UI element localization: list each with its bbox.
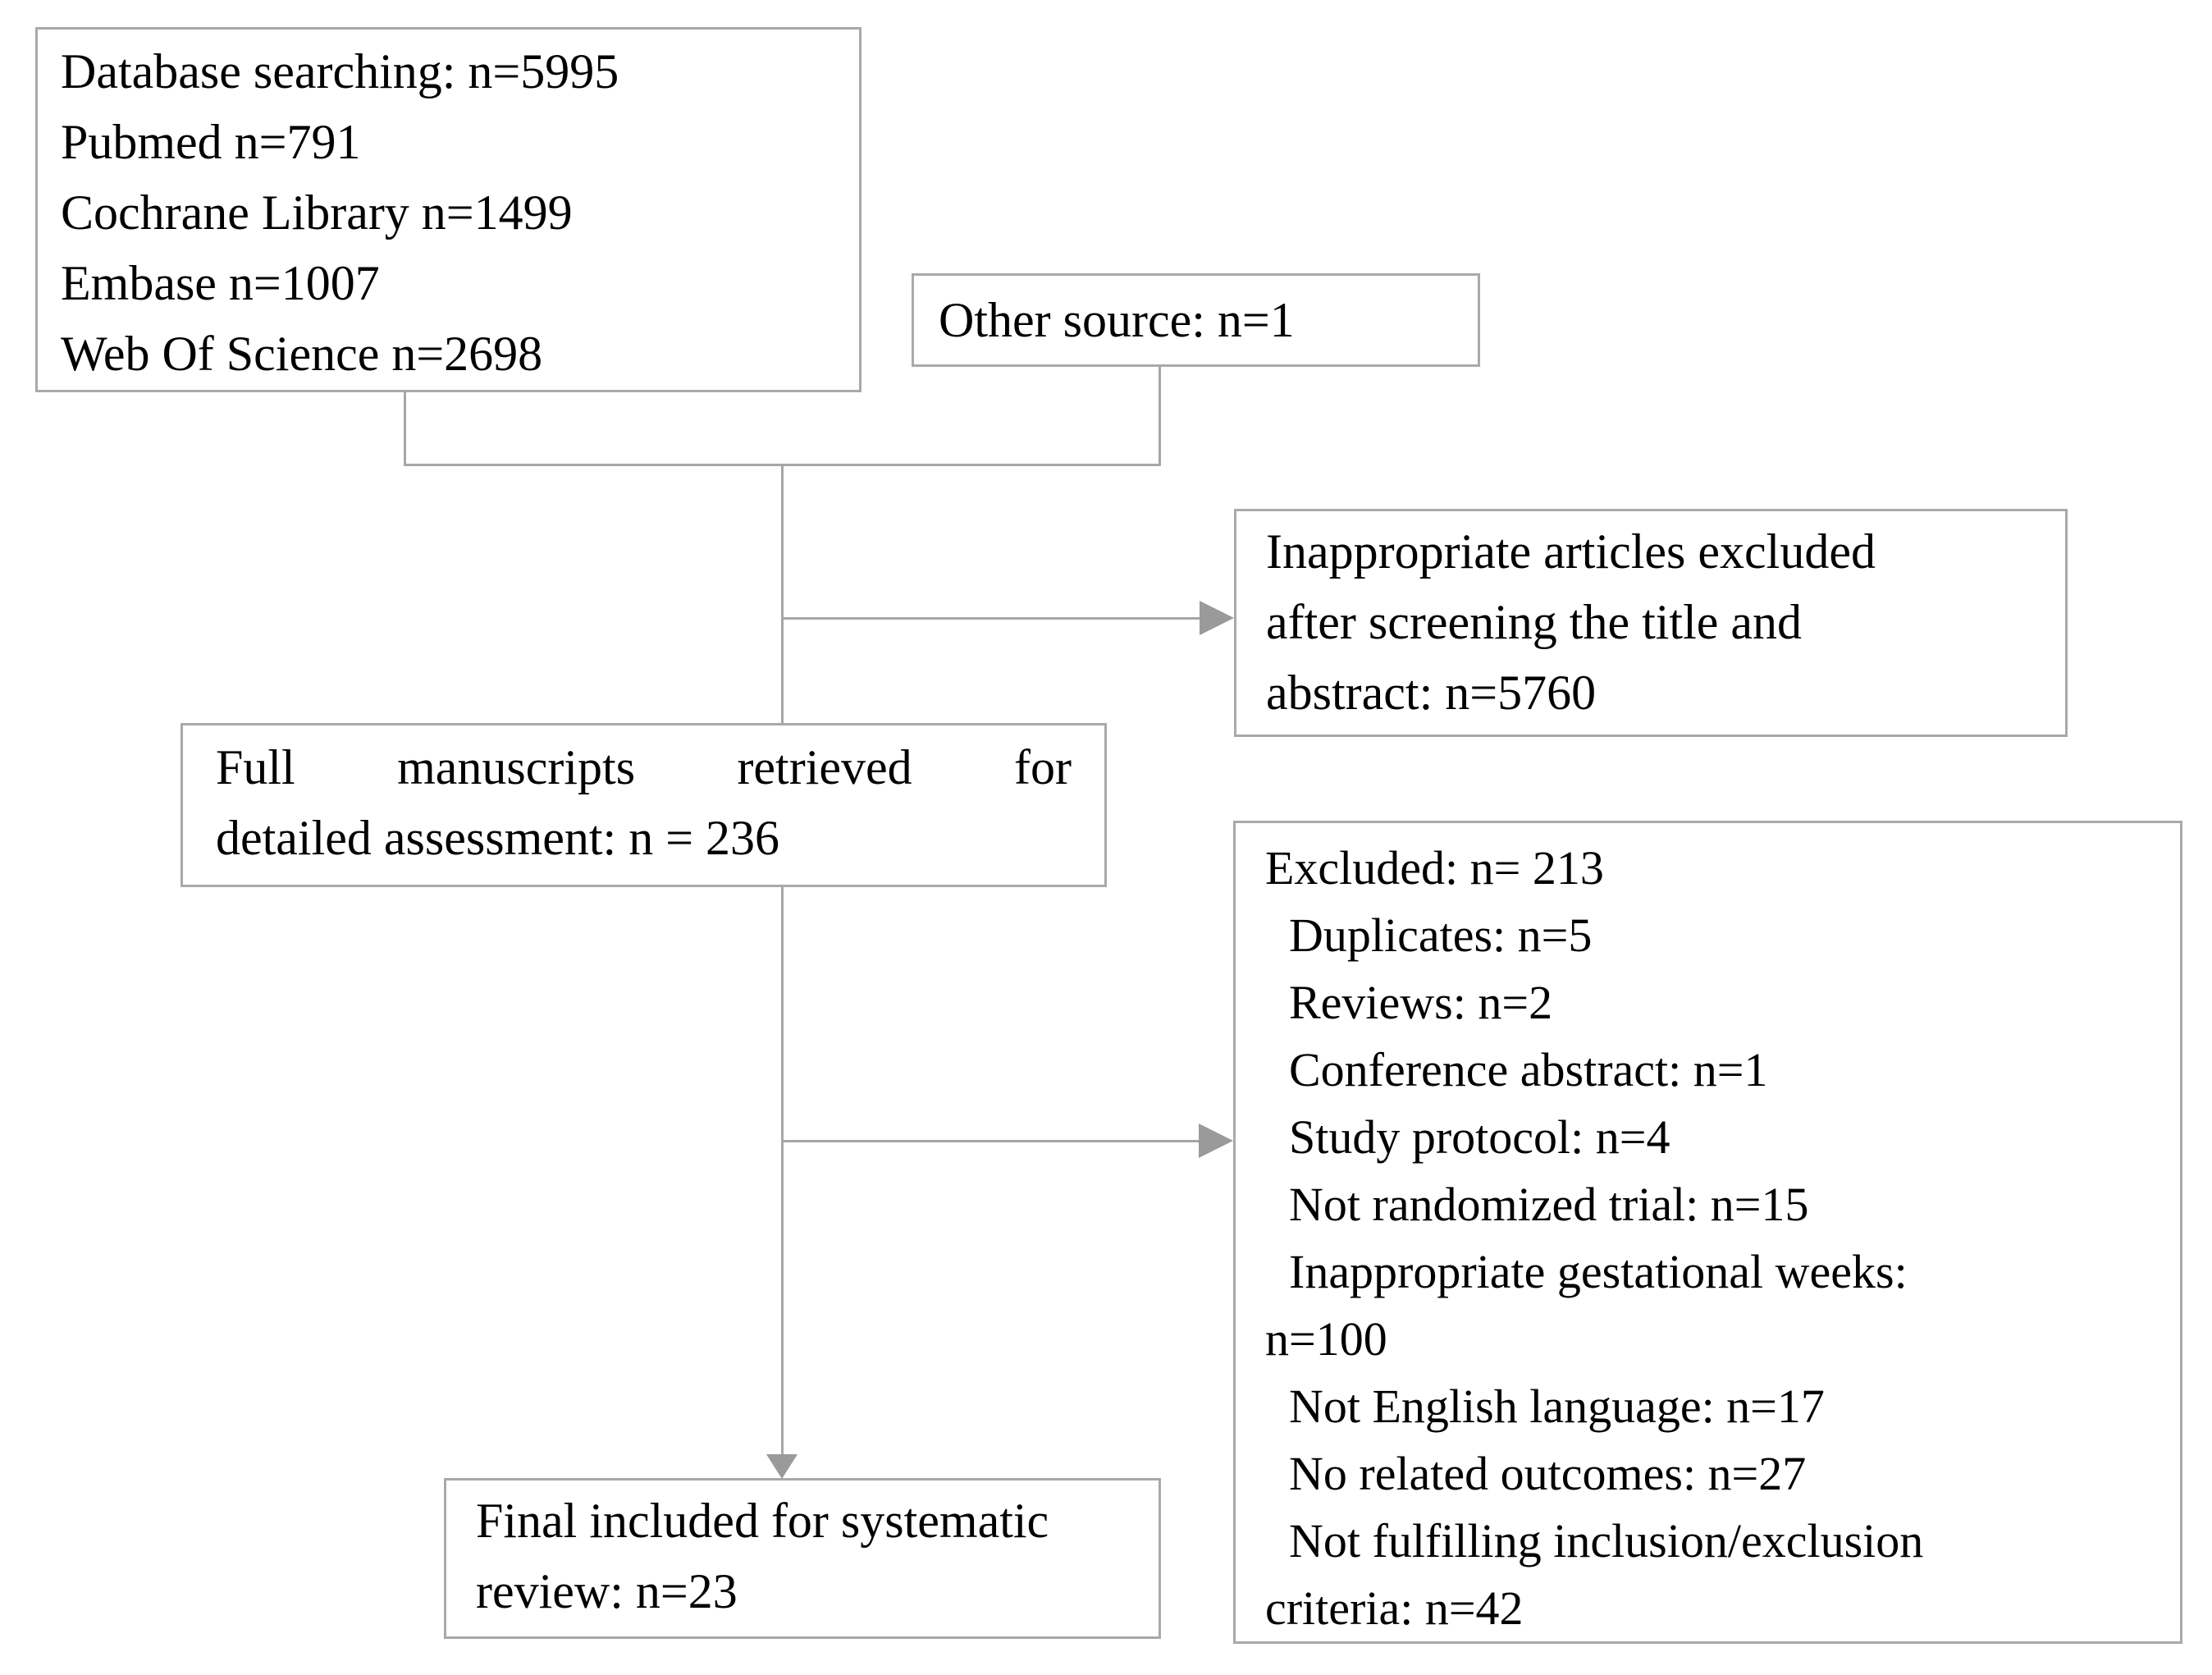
flow-node-database-searching: Database searching: n=5995 Pubmed n=791 … bbox=[35, 27, 861, 392]
screening-line: abstract: n=5760 bbox=[1266, 666, 1597, 720]
flow-node-title-abstract-exclusion: Inappropriate articles excluded after sc… bbox=[1234, 509, 2068, 737]
flow-node-other-source: Other source: n=1 bbox=[912, 273, 1480, 367]
final-included-line: Final included for systematic bbox=[476, 1494, 1049, 1548]
connector-database-down bbox=[404, 392, 406, 465]
connector-other-source-down bbox=[1159, 367, 1161, 465]
database-line: Cochrane Library n=1499 bbox=[61, 185, 573, 240]
excluded-line: Study protocol: n=4 bbox=[1265, 1110, 1670, 1164]
connector-trunk-to-final bbox=[781, 887, 784, 1458]
excluded-line: Excluded: n= 213 bbox=[1265, 841, 1604, 895]
excluded-line: Conference abstract: n=1 bbox=[1265, 1043, 1768, 1096]
arrowhead-down-icon bbox=[766, 1454, 798, 1479]
database-line: Pubmed n=791 bbox=[61, 115, 361, 169]
database-line: Web Of Science n=2698 bbox=[61, 327, 543, 381]
connector-arrow-to-screening-exclusion bbox=[781, 617, 1203, 620]
excluded-line: Reviews: n=2 bbox=[1265, 976, 1553, 1029]
excluded-line: Inappropriate gestational weeks: bbox=[1265, 1245, 1908, 1298]
excluded-line: Not randomized trial: n=15 bbox=[1265, 1178, 1809, 1231]
full-manuscripts-line: detailed assessment: n = 236 bbox=[216, 811, 780, 865]
flow-node-final-included: Final included for systematic review: n=… bbox=[444, 1478, 1161, 1639]
excluded-line: Not fulfilling inclusion/exclusion bbox=[1265, 1514, 1924, 1567]
database-line: Database searching: n=5995 bbox=[61, 44, 619, 98]
excluded-line: Duplicates: n=5 bbox=[1265, 908, 1593, 962]
arrowhead-right-icon bbox=[1200, 601, 1234, 635]
screening-line: after screening the title and bbox=[1266, 595, 1803, 649]
other-source-label: Other source: n=1 bbox=[939, 293, 1295, 347]
final-included-line: review: n=23 bbox=[476, 1564, 738, 1618]
connector-arrow-to-excluded-reasons bbox=[781, 1140, 1202, 1142]
connector-trunk-to-full-manuscripts bbox=[781, 464, 784, 723]
flow-node-full-manuscripts: Full manuscripts retrieved for detailed … bbox=[181, 723, 1107, 887]
arrowhead-right-icon bbox=[1199, 1124, 1233, 1158]
excluded-line: No related outcomes: n=27 bbox=[1265, 1447, 1807, 1500]
flow-node-excluded-reasons: Excluded: n= 213 Duplicates: n=5 Reviews… bbox=[1233, 821, 2182, 1644]
excluded-line: n=100 bbox=[1265, 1312, 1387, 1366]
screening-line: Inappropriate articles excluded bbox=[1266, 524, 1876, 579]
excluded-line: criteria: n=42 bbox=[1265, 1581, 1524, 1635]
database-line: Embase n=1007 bbox=[61, 256, 380, 310]
excluded-line: Not English language: n=17 bbox=[1265, 1380, 1825, 1433]
full-manuscripts-line: Full manuscripts retrieved for bbox=[216, 740, 1072, 794]
